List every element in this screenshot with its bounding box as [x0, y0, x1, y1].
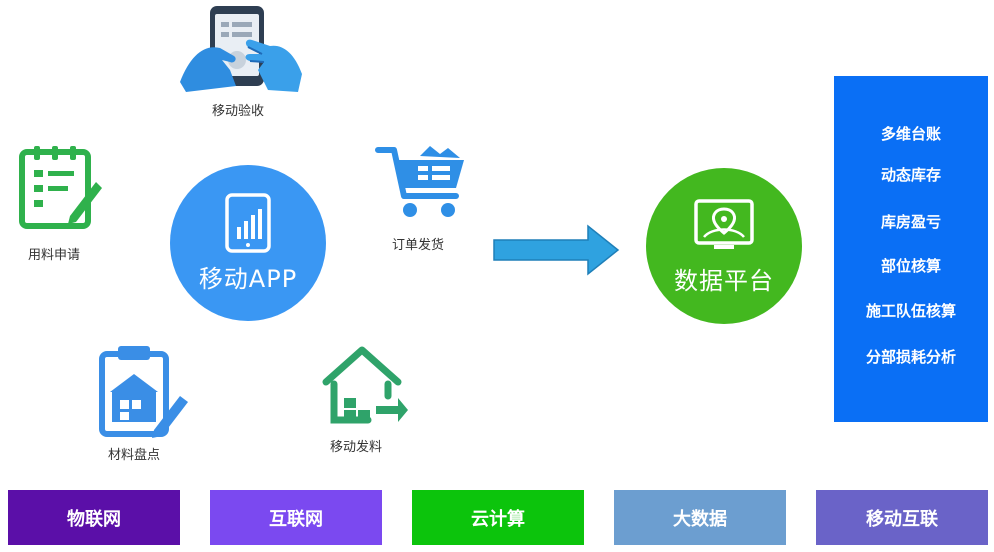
feature-label-mobile-dispatch: 移动发料 [330, 440, 383, 455]
house-boxes-icon [318, 344, 408, 424]
tech-iot: 物联网 [8, 490, 180, 545]
feature-label-order-shipping: 订单发货 [392, 238, 445, 253]
tablet-chart-icon [225, 192, 271, 253]
panel-item: 多维台账 [880, 125, 941, 143]
panel-item: 施工队伍核算 [865, 302, 956, 320]
platform-functions-panel: 多维台账 动态库存 库房盈亏 部位核算 施工队伍核算 分部损耗分析 [834, 76, 988, 422]
feature-label-material-request: 用料申请 [28, 248, 81, 263]
platform-label: 数据平台 [674, 266, 774, 295]
tech-big-data: 大数据 [614, 490, 786, 545]
panel-item: 库房盈亏 [880, 213, 941, 231]
feature-label-mobile-acceptance: 移动验收 [212, 104, 265, 119]
panel-item: 动态库存 [880, 166, 941, 184]
panel-item: 部位核算 [880, 257, 941, 275]
location-screen-icon [692, 197, 756, 253]
panel-item: 分部损耗分析 [865, 348, 956, 366]
checklist-pencil-icon [18, 144, 104, 230]
shopping-cart-icon [374, 144, 470, 224]
tech-internet: 互联网 [210, 490, 382, 545]
feature-label-material-inventory: 材料盘点 [108, 448, 161, 463]
app-node: 移动APP [170, 165, 326, 321]
tech-mobile-internet: 移动互联 [816, 490, 988, 545]
hand-phone-icon [178, 4, 306, 96]
clipboard-warehouse-icon [96, 342, 192, 438]
platform-node: 数据平台 [646, 168, 802, 324]
tech-cloud-computing: 云计算 [412, 490, 584, 545]
app-label: 移动APP [198, 264, 298, 293]
right-arrow-icon [492, 222, 622, 278]
